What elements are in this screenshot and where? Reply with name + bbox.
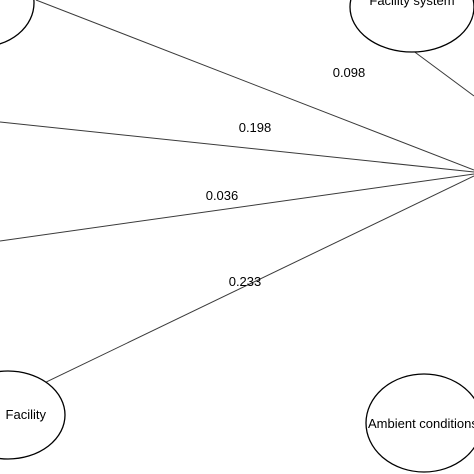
- path-coefficient-4: 0.233: [229, 274, 262, 289]
- node-facility-label: Facility: [6, 407, 47, 422]
- path-line-3: [0, 173, 474, 242]
- path-coefficient-3: 0.036: [206, 188, 239, 203]
- path-coefficient-2: 0.198: [239, 120, 272, 135]
- node-top-left: [0, 0, 35, 45]
- path-coefficient-1: 0.098: [333, 65, 366, 80]
- node-ambient-conditions-label: Ambient conditions: [368, 416, 474, 431]
- path-line-1: [35, 0, 474, 171]
- node-facility-system: Facility system: [349, 0, 474, 53]
- node-facility: Facility: [0, 370, 66, 460]
- path-line-2: [0, 121, 474, 173]
- node-facility-system-label: Facility system: [369, 0, 454, 8]
- node-ambient-conditions: Ambient conditions: [365, 373, 474, 473]
- path-line-facility-system: [411, 49, 474, 97]
- path-line-4: [39, 175, 474, 386]
